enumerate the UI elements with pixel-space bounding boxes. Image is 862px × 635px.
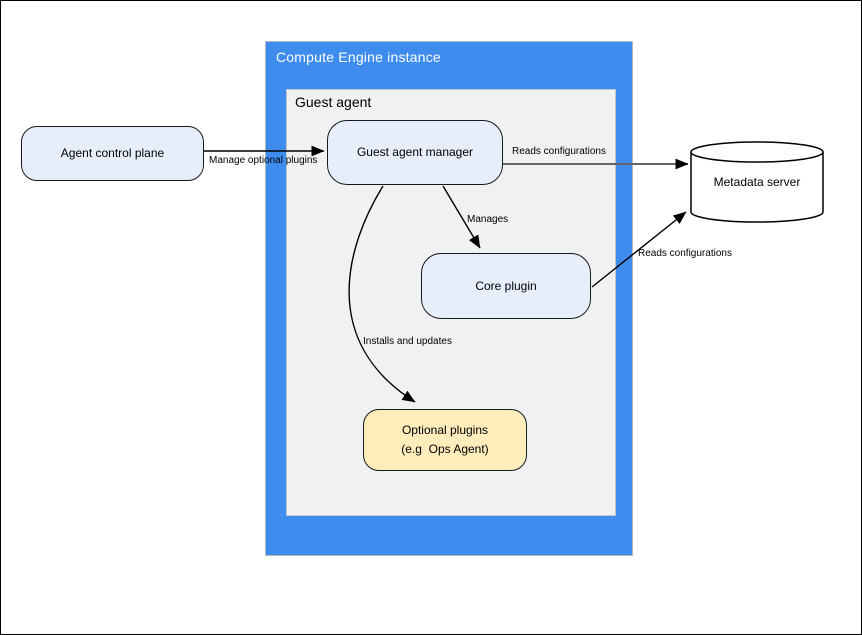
edge-label-reads-configurations-manager: Reads configurations	[512, 146, 606, 157]
node-core-plugin: Core plugin	[421, 253, 591, 319]
compute-engine-title: Compute Engine instance	[276, 49, 441, 65]
node-optional-plugins: Optional plugins (e.g Ops Agent)	[363, 409, 527, 471]
metadata-server-label: Metadata server	[691, 150, 823, 214]
edge-label-manages: Manages	[467, 214, 509, 225]
agent-control-plane-label: Agent control plane	[60, 146, 165, 160]
node-guest-agent-manager: Guest agent manager	[327, 120, 503, 185]
edge-label-manage-optional-plugins: Manage optional plugins	[209, 155, 318, 166]
node-agent-control-plane: Agent control plane	[21, 126, 204, 181]
optional-plugins-label-line2: (e.g Ops Agent)	[401, 442, 489, 456]
optional-plugins-label-line1: Optional plugins	[401, 423, 489, 437]
guest-agent-title: Guest agent	[295, 94, 372, 110]
core-plugin-label: Core plugin	[475, 278, 537, 293]
metadata-server-label-text: Metadata server	[713, 175, 801, 189]
edge-label-installs-and-updates: Installs and updates	[363, 336, 452, 347]
edge-label-reads-configurations-core: Reads configurations	[638, 248, 732, 259]
guest-agent-manager-label: Guest agent manager	[356, 145, 474, 159]
